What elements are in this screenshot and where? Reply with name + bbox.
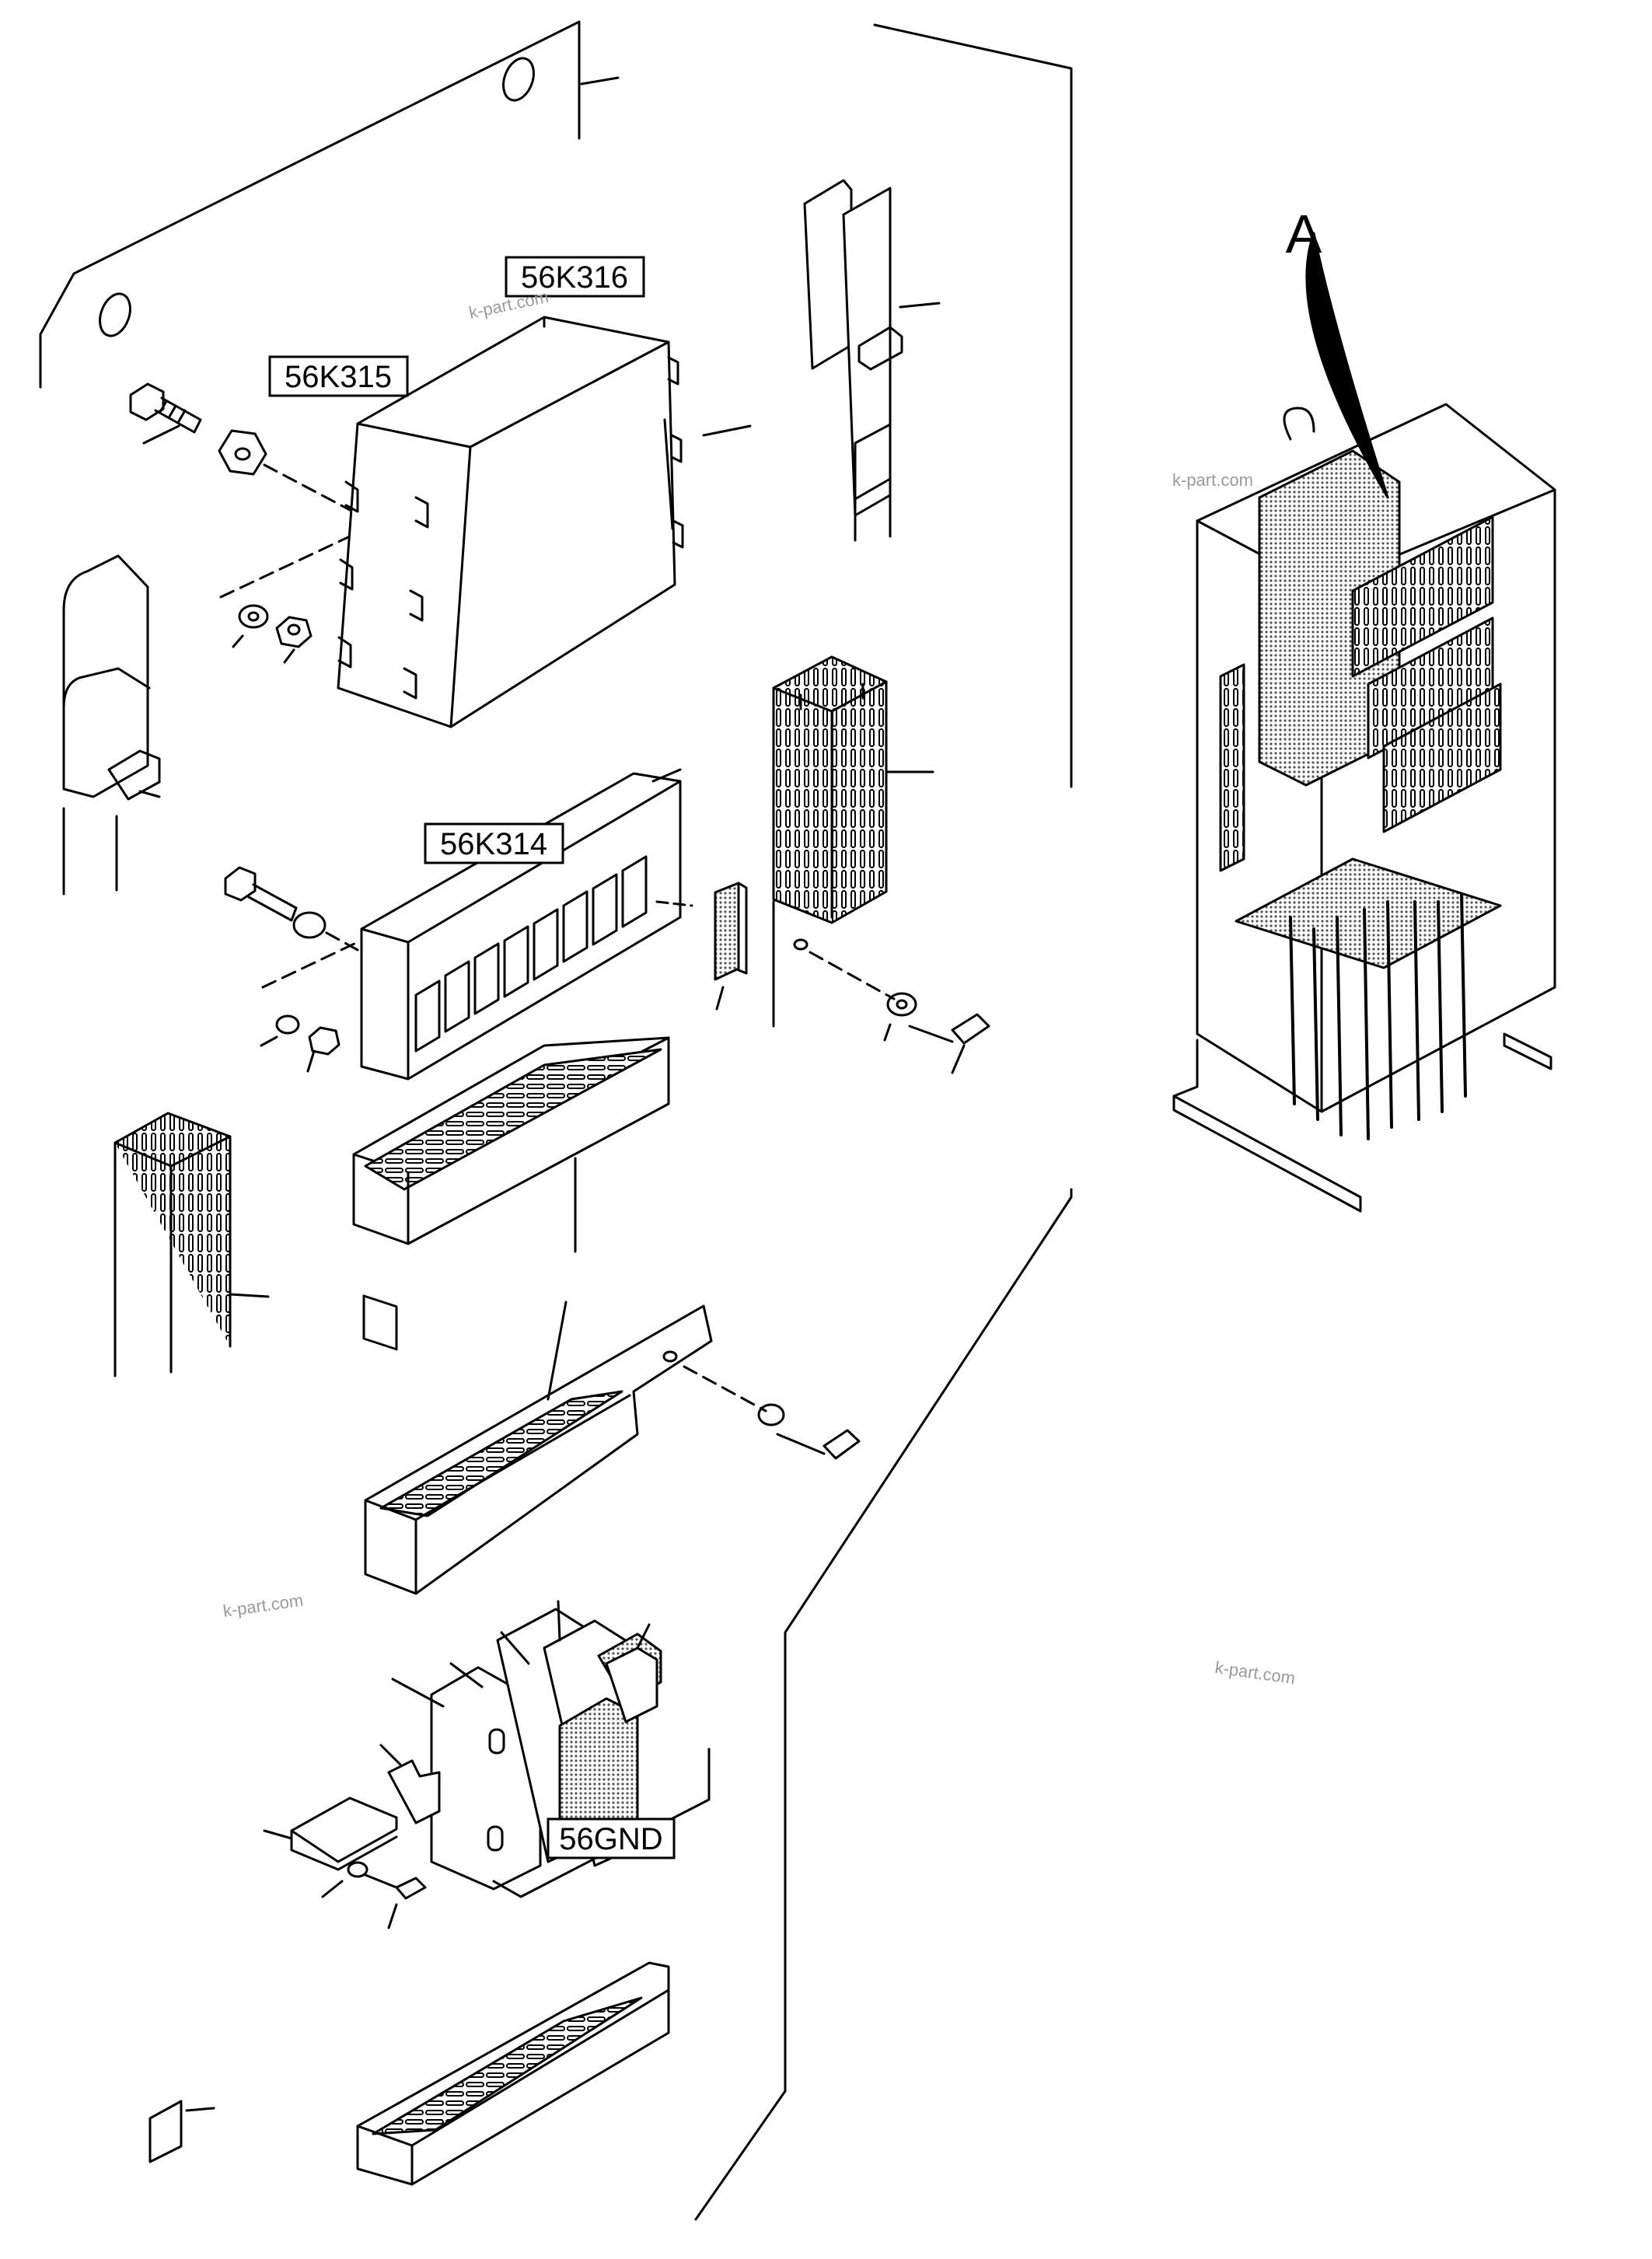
din-rail bbox=[263, 1796, 427, 1929]
washer-nut-pair bbox=[219, 535, 351, 664]
svg-text:56K316: 56K316 bbox=[521, 260, 628, 295]
cable-duct-vertical-left bbox=[114, 1112, 270, 1377]
cable-tie-sleeve bbox=[803, 179, 941, 542]
cable-bundle bbox=[1289, 892, 1467, 1140]
cable-duct-bottom bbox=[356, 1961, 670, 2186]
cable-duct-horizontal bbox=[352, 1036, 670, 1351]
cable-tie-sleeve-left bbox=[62, 554, 161, 896]
relay-module-56k316 bbox=[337, 316, 752, 728]
terminal-block-group-56gnd bbox=[379, 1600, 711, 1898]
watermark: k-part.com bbox=[1214, 1657, 1296, 1688]
part-label-56gnd: 56GND bbox=[547, 1817, 676, 1859]
mounting-plate bbox=[39, 20, 620, 389]
hex-bolt bbox=[129, 382, 202, 445]
detail-boundary-line bbox=[694, 23, 1073, 2221]
hex-nut bbox=[218, 429, 351, 512]
hex-bolt-2 bbox=[224, 866, 359, 1073]
part-label-56k314: 56K314 bbox=[424, 822, 564, 864]
watermark: k-part.com bbox=[222, 1590, 304, 1621]
cable-duct-vertical bbox=[772, 655, 934, 1028]
relay-socket-row bbox=[414, 855, 648, 1053]
label-tag bbox=[148, 2100, 215, 2163]
cable-duct-broken bbox=[364, 1301, 861, 1595]
svg-text:56GND: 56GND bbox=[559, 1822, 662, 1856]
part-label-56k316: 56K316 bbox=[505, 256, 645, 298]
watermark: k-part.com bbox=[1172, 470, 1253, 490]
relay-module-56k314 bbox=[360, 768, 682, 1081]
cabinet-overview bbox=[1172, 232, 1556, 1213]
svg-text:56K314: 56K314 bbox=[440, 827, 547, 861]
terminal-connector bbox=[655, 882, 748, 1011]
view-label-a: A bbox=[1286, 204, 1322, 264]
screw-washer bbox=[793, 938, 990, 1074]
svg-text:56K315: 56K315 bbox=[285, 360, 392, 394]
part-label-56k315: 56K315 bbox=[268, 355, 409, 397]
